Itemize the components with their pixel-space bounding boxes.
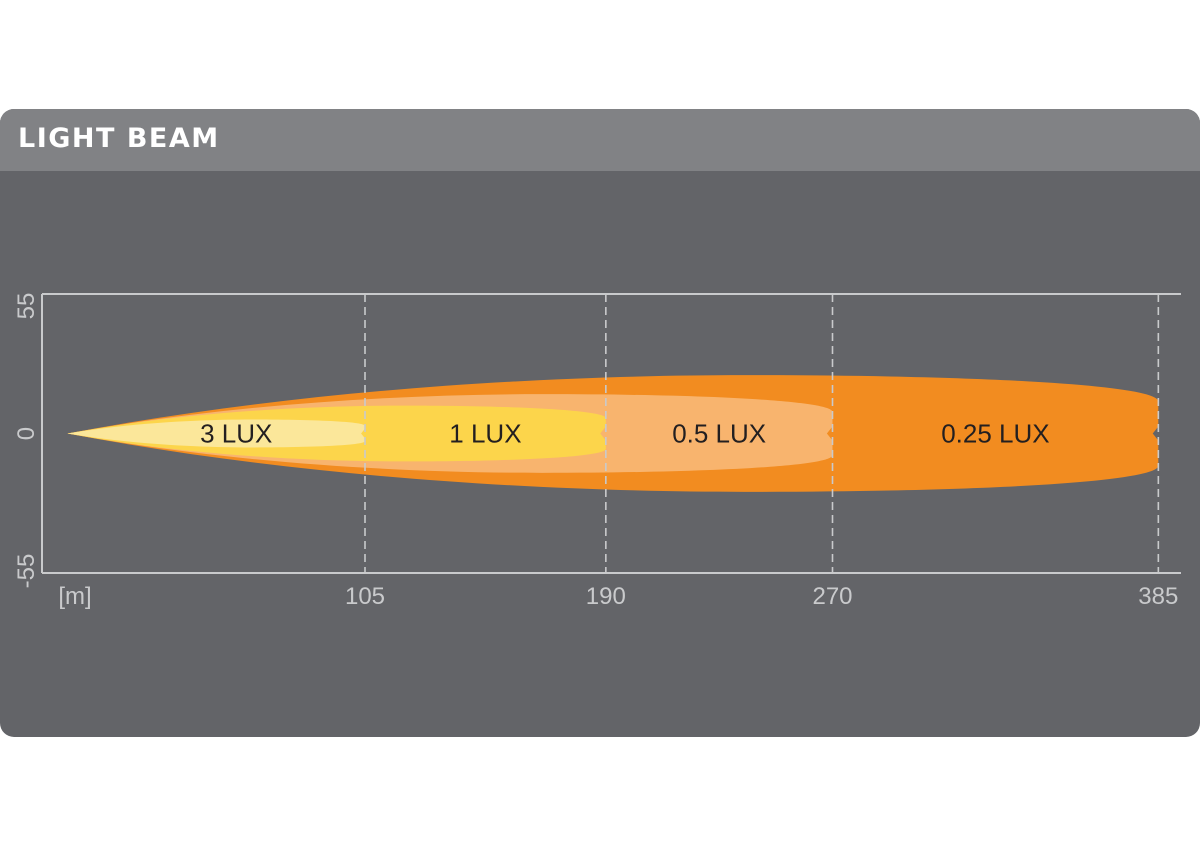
x-tick-label-105: 105 bbox=[345, 583, 385, 610]
y-tick-label-0: 0 bbox=[13, 427, 40, 440]
beam-label-0-5-lux: 0.5 LUX bbox=[672, 419, 766, 449]
beam-3-lux bbox=[67, 419, 365, 448]
x-tick-label-190: 190 bbox=[586, 583, 626, 610]
x-tick-label-385: 385 bbox=[1138, 583, 1178, 610]
grid-lines bbox=[364, 294, 1160, 573]
beam-label-3-lux: 3 LUX bbox=[200, 419, 272, 449]
x-axis-label: [m] bbox=[58, 583, 91, 610]
beam-areas bbox=[67, 375, 1159, 492]
panel-title: LIGHT BEAM bbox=[18, 123, 220, 154]
x-tick-label-270: 270 bbox=[812, 583, 852, 610]
axes: 105 190 270 385 [m] 55 0 -55 bbox=[13, 293, 1181, 610]
beam-labels: 0.25 LUX 0.5 LUX 1 LUX 3 LUX bbox=[200, 419, 1050, 449]
y-tick-label--55: -55 bbox=[13, 554, 40, 589]
beam-label-0-25-lux: 0.25 LUX bbox=[941, 419, 1049, 449]
y-tick-label-55: 55 bbox=[13, 293, 40, 320]
beam-label-1-lux: 1 LUX bbox=[449, 419, 521, 449]
panel-header: LIGHT BEAM bbox=[0, 109, 1200, 171]
